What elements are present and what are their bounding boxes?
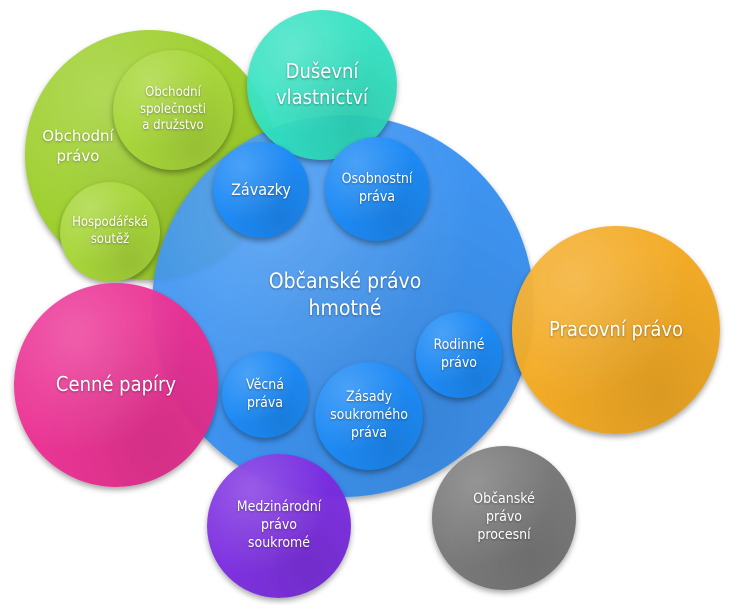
obligations-label: Závazky [231, 179, 291, 199]
labour-law-circle: Pracovní právo [512, 226, 720, 434]
private-international-law-circle: Medzinárodní právo soukromé [207, 454, 351, 598]
commercial-companies-circle: Obchodní společnosti a družstvo [113, 50, 233, 170]
private-law-principles-label: Zásady soukromého práva [330, 389, 408, 441]
family-law-label: Rodinné právo [433, 337, 485, 371]
securities-circle: Cenné papíry [14, 283, 218, 487]
personality-rights-label: Osobnostní práva [341, 171, 413, 205]
obligations-circle: Závazky [213, 142, 309, 238]
personality-rights-circle: Osobnostní práva [325, 137, 429, 241]
competition-circle: Hospodářská soutěž [60, 182, 160, 282]
civil-procedure-circle: Občanské právo procesní [432, 446, 576, 590]
business-law-label: Obchodní právo [42, 127, 114, 166]
competition-label: Hospodářská soutěž [72, 215, 148, 247]
private-law-principles-circle: Zásady soukromého práva [315, 362, 423, 470]
intellectual-property-label: Duševní vlastnictví [275, 59, 369, 109]
civil-law-title: Občanské právo hmotné [268, 269, 422, 320]
civil-law-title-area: Občanské právo hmotné [235, 240, 455, 350]
property-rights-circle: Věcná práva [222, 352, 308, 438]
private-international-law-label: Medzinárodní právo soukromé [236, 499, 322, 551]
civil-procedure-label: Občanské právo procesní [473, 491, 535, 543]
labour-law-label: Pracovní právo [548, 317, 684, 342]
intellectual-property-circle: Duševní vlastnictví [247, 10, 397, 160]
family-law-circle: Rodinné právo [416, 312, 502, 398]
commercial-companies-label: Obchodní společnosti a družstvo [139, 85, 207, 134]
securities-label: Cenné papíry [55, 372, 177, 397]
property-rights-label: Věcná práva [246, 377, 284, 411]
